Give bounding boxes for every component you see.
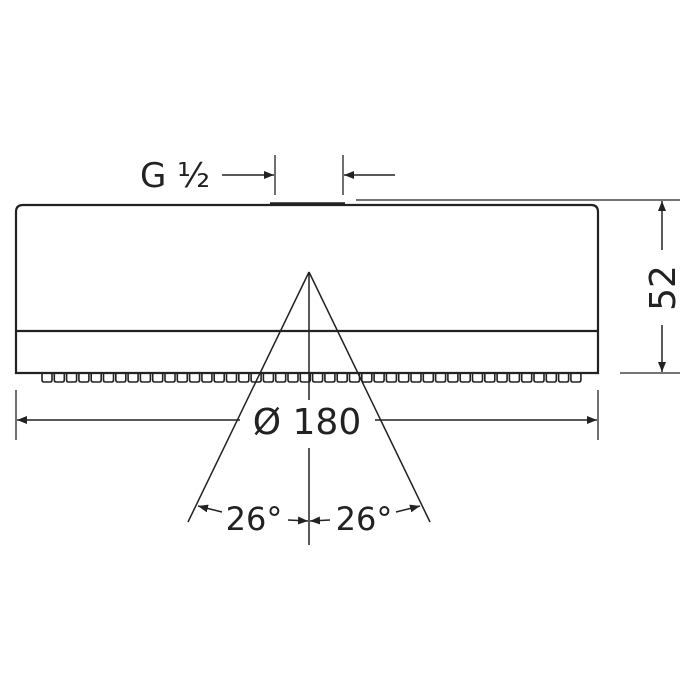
nozzle xyxy=(102,374,115,383)
nozzle xyxy=(508,374,521,383)
nozzle xyxy=(127,374,139,383)
nozzle xyxy=(65,374,78,383)
nozzle xyxy=(53,374,66,383)
nozzle xyxy=(324,374,336,383)
spray-cone-right xyxy=(308,271,431,523)
nozzle xyxy=(139,374,152,383)
nozzle-row xyxy=(41,374,582,383)
nozzle xyxy=(410,374,422,383)
nozzle xyxy=(201,374,213,383)
angle-arrow-left-inner xyxy=(287,516,309,525)
thread-label: G ½ xyxy=(140,156,210,196)
nozzle xyxy=(176,374,189,383)
angle-left-label: 26° xyxy=(226,500,283,538)
nozzle xyxy=(447,374,459,383)
nozzle xyxy=(225,374,238,383)
nozzle xyxy=(496,374,508,383)
nozzle xyxy=(545,374,558,383)
nozzle xyxy=(287,374,299,383)
nozzle xyxy=(385,374,398,383)
nozzle xyxy=(213,374,225,383)
nozzle xyxy=(274,374,287,383)
nozzle xyxy=(434,374,447,383)
angle-right-label: 26° xyxy=(336,500,393,538)
spray-cone-left xyxy=(187,271,310,523)
nozzle xyxy=(520,374,533,383)
nozzle xyxy=(336,374,348,383)
nozzle xyxy=(115,374,127,383)
nozzle xyxy=(188,374,201,383)
nozzle xyxy=(348,374,361,383)
nozzle xyxy=(78,374,90,383)
nozzle xyxy=(41,374,53,383)
nozzle xyxy=(397,374,410,383)
nozzle xyxy=(484,374,496,383)
nozzle xyxy=(533,374,545,383)
nozzle xyxy=(361,374,373,383)
angle-arrow-left-outer xyxy=(197,504,223,513)
nozzle xyxy=(164,374,176,383)
nozzle xyxy=(459,374,471,383)
nozzle xyxy=(373,374,385,383)
angle-arrow-right-inner xyxy=(309,516,331,525)
angle-arrow-right-outer xyxy=(395,504,421,513)
nozzle xyxy=(90,374,102,383)
nozzle xyxy=(151,374,164,383)
nozzle xyxy=(557,374,570,383)
diameter-label: Ø 180 xyxy=(253,402,362,443)
nozzle xyxy=(570,374,582,383)
nozzle xyxy=(471,374,484,383)
nozzle xyxy=(422,374,435,383)
nozzle xyxy=(262,374,275,383)
nozzle xyxy=(299,374,312,383)
height-label: 52 xyxy=(643,265,684,311)
nozzle xyxy=(238,374,250,383)
shower-head-body xyxy=(14,203,600,375)
nozzle xyxy=(311,374,324,383)
